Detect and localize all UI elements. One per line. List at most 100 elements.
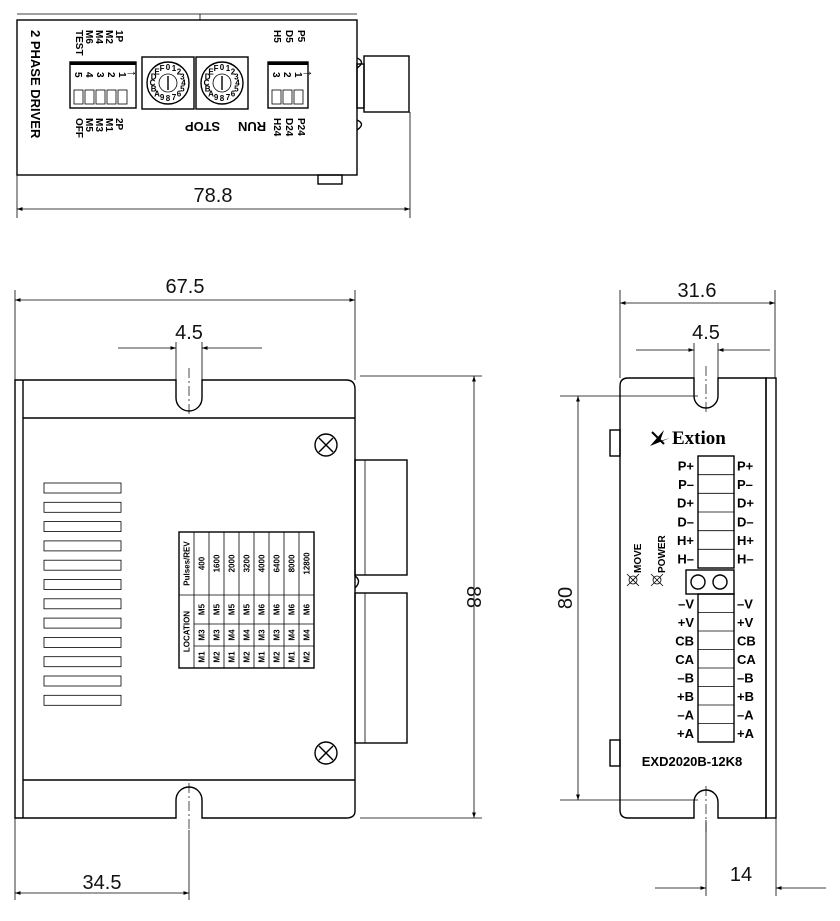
rotary-digit: F	[214, 64, 219, 73]
volt-switch-labels: H5 D5 P5 H24 D24 P24	[271, 30, 306, 137]
rotary-digit: 8	[166, 94, 171, 103]
screw-icon	[314, 741, 338, 765]
vent-slots	[43, 482, 122, 706]
rotary-digit: 4	[235, 79, 240, 88]
rotary-digit: D	[205, 73, 211, 82]
dim-side-slot: 4.5	[692, 322, 720, 344]
dip-key	[95, 89, 106, 105]
dip-on-label: TEST	[73, 30, 84, 56]
rotary-digit: 4	[181, 79, 186, 88]
dip-key	[117, 89, 128, 105]
side-clip	[609, 739, 621, 767]
vent-slot	[43, 617, 122, 629]
side-flange	[765, 377, 777, 819]
rotary-digit: E	[208, 68, 214, 77]
terminal-dividers	[698, 612, 734, 724]
terminal-label: CB	[737, 633, 756, 648]
dip-switch-top	[70, 62, 136, 65]
volt-key	[293, 89, 304, 105]
terminal-label: –B	[677, 670, 694, 685]
rotary-digit: 2	[231, 68, 236, 77]
table-cell-location: M5	[243, 603, 252, 615]
table-cell-location: M2	[273, 651, 282, 663]
dim-side-width: 31.6	[678, 280, 717, 302]
dip-off-label: M5	[83, 118, 94, 132]
volt-off-label: P24	[295, 118, 306, 136]
table-cell-location: M1	[198, 651, 207, 663]
table-cell-pulses: 6400	[273, 554, 282, 572]
terminal-label: P–	[678, 477, 694, 492]
table-cell-location: M3	[258, 629, 267, 641]
vent-slot	[43, 579, 122, 590]
dip-switch-voltage	[267, 61, 309, 109]
vent-slot	[43, 521, 122, 532]
brand-name: Extion	[672, 428, 726, 449]
brand-logo-icon	[650, 430, 670, 446]
terminal-label: +V	[678, 615, 695, 630]
side-view: 31.6 4.5 Extion P+P–D+D–H+H– P+P–D+D–H+H…	[555, 280, 826, 896]
rotary-digit: 0	[166, 63, 171, 72]
volt-number: 2	[281, 72, 292, 78]
led-move-icon	[626, 573, 640, 587]
dip-number: 5	[72, 72, 83, 78]
dip-number: 1	[116, 72, 127, 78]
terminal-label: H+	[677, 533, 694, 548]
terminal-label: D–	[677, 514, 694, 529]
table-cell-location: M6	[288, 603, 297, 615]
table-cell-location: M4	[303, 629, 312, 641]
rotary-digit: B	[205, 84, 211, 93]
dim-front-height: 88	[462, 586, 484, 608]
terminal-label: H–	[737, 552, 754, 567]
volt-number: 1	[292, 72, 303, 78]
table-cell-location: M4	[243, 629, 252, 641]
rotary-digit: 3	[234, 73, 239, 82]
terminal-label: D+	[677, 496, 694, 511]
rotary-stop-housing	[141, 56, 195, 110]
table-cell-location: M4	[288, 629, 297, 641]
table-cell-location: M4	[228, 629, 237, 641]
rotary-digit: 3	[180, 73, 185, 82]
terminal-label: H+	[737, 533, 754, 548]
vent-slot	[43, 656, 122, 668]
volt-key	[282, 89, 293, 105]
rotary-digit: 7	[226, 93, 231, 102]
dip-off-label: M3	[93, 118, 104, 132]
table-cell-location: M2	[243, 651, 252, 663]
terminal-label: +V	[737, 615, 754, 630]
volt-off-label: D24	[283, 118, 294, 137]
volt-on-label: P5	[295, 30, 306, 43]
rotary-digit: 1	[172, 64, 177, 73]
terminal-label: CA	[737, 652, 756, 667]
table-cell-location: M2	[303, 651, 312, 663]
terminal-label: –A	[737, 707, 754, 722]
table-cell-location: M6	[303, 603, 312, 615]
rotary-digit: 8	[220, 94, 225, 103]
table-cell-location: M1	[258, 651, 267, 663]
table-frame	[178, 531, 315, 669]
vent-slot	[43, 694, 122, 706]
vent-slot	[43, 482, 122, 494]
volt-on-label: H5	[271, 30, 282, 43]
rotary-digit: A	[154, 89, 160, 98]
vent-slot	[43, 559, 122, 571]
table-cell-pulses: 3200	[243, 554, 252, 572]
vent-slot	[43, 598, 122, 610]
rotary-digit: 5	[180, 84, 185, 93]
top-bump	[356, 119, 363, 131]
table-cell-location: M2	[213, 651, 222, 663]
table-cell-pulses: 4000	[258, 554, 267, 572]
volt-arrow-icon: ↑	[301, 70, 316, 77]
dip-switch-mode	[69, 61, 137, 109]
dim-front-slot: 4.5	[175, 322, 203, 344]
front-connector-lower	[354, 592, 408, 744]
table-cell-pulses: 2000	[228, 554, 237, 572]
top-bump	[356, 57, 363, 69]
dim-front-width: 67.5	[166, 276, 205, 298]
terminal-label: +A	[677, 726, 695, 741]
rotary-digit: 9	[214, 93, 219, 102]
dip-off-label: M1	[103, 118, 114, 132]
